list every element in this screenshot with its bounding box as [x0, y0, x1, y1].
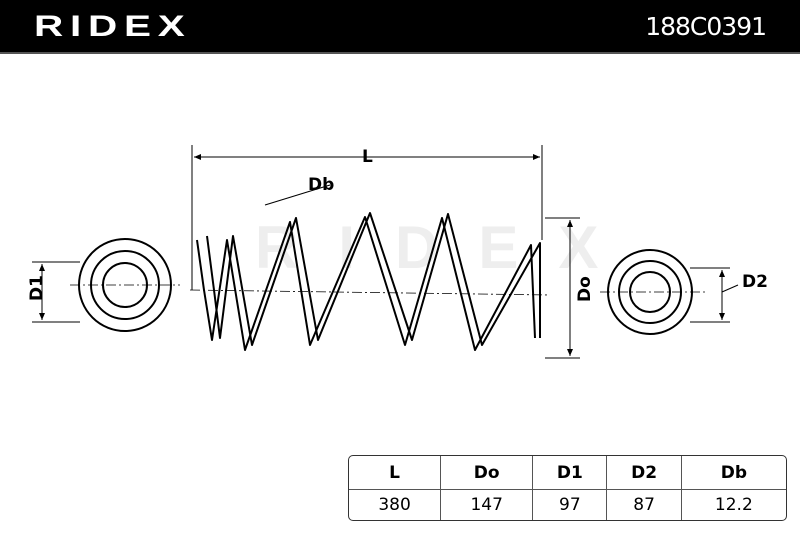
label-do: Do [575, 276, 595, 302]
label-d1: D1 [27, 275, 47, 301]
dimension-lines [32, 145, 739, 359]
header-cell: Do [441, 456, 534, 490]
table-header-row: L Do D1 D2 Db [349, 456, 786, 490]
brand-logo: RIDEX [34, 10, 192, 43]
left-end-view [70, 238, 180, 332]
spring-diagram: RIDEX L Db Do D1 D2 [27, 145, 768, 359]
spec-table: L Do D1 D2 Db 380 147 97 87 12.2 [348, 455, 787, 521]
header-bar: RIDEX 188C0391 [0, 0, 800, 54]
value-cell: 12.2 [714, 495, 753, 515]
value-cell: 380 [349, 490, 442, 520]
watermark-logo: RIDEX [255, 214, 638, 281]
header-cell: L [349, 456, 442, 490]
label-d2: D2 [742, 272, 768, 292]
value-cell: 97 [533, 490, 608, 520]
value-cell: 147 [441, 490, 534, 520]
part-number: 188C0391 [645, 12, 767, 41]
spring-side-view [189, 212, 551, 351]
table-row: 380 147 97 87 12.2 [349, 490, 786, 520]
header-cell: Db [681, 456, 786, 490]
header-cell: D1 [533, 456, 608, 490]
right-end-view [600, 249, 705, 335]
label-db: Db [308, 175, 334, 195]
label-l: L [362, 147, 373, 167]
value-cell: 87 [607, 490, 682, 520]
header-cell: D2 [607, 456, 682, 490]
